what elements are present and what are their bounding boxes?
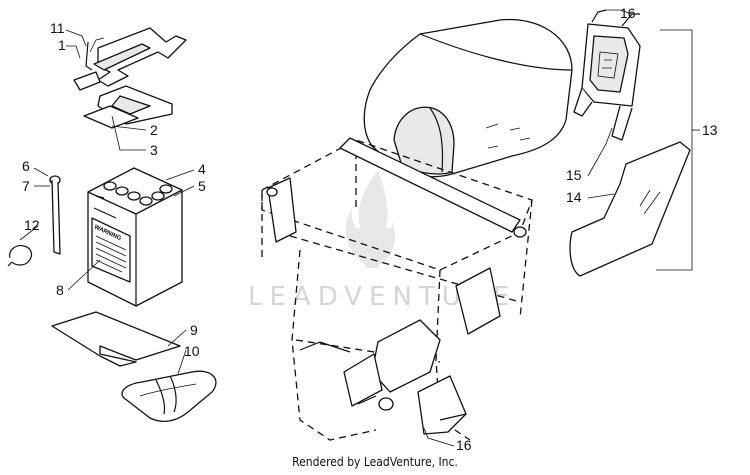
callout-7: 7 <box>22 178 30 194</box>
callout-5: 5 <box>198 178 206 194</box>
callout-6: 6 <box>22 158 30 174</box>
warning-label: WARNING <box>91 217 131 283</box>
vent-tube <box>49 175 61 255</box>
callout-11: 11 <box>50 20 65 36</box>
callout-1: 1 <box>58 37 66 53</box>
callout-16-bottom: 16 <box>456 437 472 453</box>
callout-10: 10 <box>184 343 200 359</box>
callout-12: 12 <box>24 217 40 233</box>
callout-9: 9 <box>190 322 198 338</box>
footer-credit: Rendered by LeadVenture, Inc. <box>292 455 458 469</box>
callout-4: 4 <box>198 161 206 177</box>
tool-pouch <box>121 370 217 423</box>
callouts: 11 1 2 3 6 7 4 5 12 8 9 10 16 13 15 14 1… <box>22 5 718 453</box>
callout-8: 8 <box>56 282 64 298</box>
callout-15: 15 <box>566 167 582 183</box>
seat-cover <box>363 18 573 178</box>
callout-3: 3 <box>150 142 158 158</box>
leader-lines <box>19 9 700 447</box>
battery-mat <box>51 311 181 367</box>
frame-tubes <box>266 137 527 435</box>
hose-clamp <box>7 245 33 267</box>
battery-pads <box>83 85 173 129</box>
callout-16-top: 16 <box>620 5 636 21</box>
watermark-flame-icon <box>345 170 396 268</box>
battery-hold-down-bracket <box>73 27 187 91</box>
battery: WARNING <box>87 167 183 307</box>
battery-cells <box>103 181 173 206</box>
taillight-assembly <box>573 9 641 141</box>
side-guard <box>569 141 691 277</box>
callout-14: 14 <box>566 189 582 205</box>
callout-13: 13 <box>702 122 718 138</box>
callout-2: 2 <box>150 122 158 138</box>
